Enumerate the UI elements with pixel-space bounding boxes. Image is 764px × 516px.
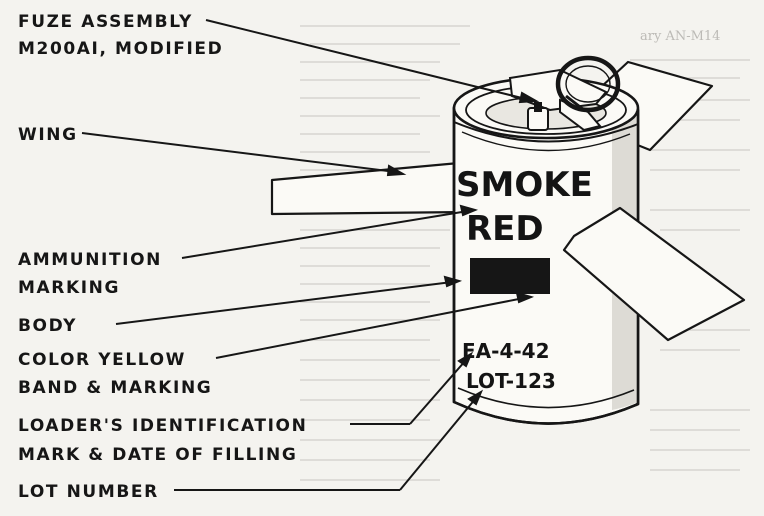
yellow-band (470, 258, 550, 294)
label-lot-number: LOT NUMBER (18, 482, 159, 502)
pull-ring (555, 55, 621, 113)
leader-lines (81, 19, 540, 491)
callout-labels: FUZE ASSEMBLY M200AI, MODIFIED WING AMMU… (18, 12, 307, 502)
label-color-yellow: COLOR YELLOW (18, 350, 186, 370)
label-band-marking: BAND & MARKING (18, 378, 212, 398)
label-date-of-filling: MARK & DATE OF FILLING (18, 445, 297, 465)
label-loader-identification: LOADER'S IDENTIFICATION (18, 416, 307, 436)
smoke-text: SMOKE (456, 165, 593, 205)
label-body: BODY (18, 316, 77, 336)
label-marking: MARKING (18, 278, 120, 298)
color-text: RED (466, 209, 544, 249)
loader-code-text: EA-4-42 (462, 339, 550, 363)
lower-right-wing (562, 206, 746, 342)
can-marking: SMOKE RED EA-4-42 LOT-123 (456, 165, 593, 393)
label-wing: WING (18, 125, 78, 145)
lot-code-text: LOT-123 (466, 369, 556, 393)
label-fuze-model: M200AI, MODIFIED (18, 39, 223, 59)
background-heading: ary AN-M14 (640, 29, 720, 44)
label-fuze-assembly: FUZE ASSEMBLY (18, 12, 193, 32)
label-ammunition: AMMUNITION (18, 250, 162, 270)
